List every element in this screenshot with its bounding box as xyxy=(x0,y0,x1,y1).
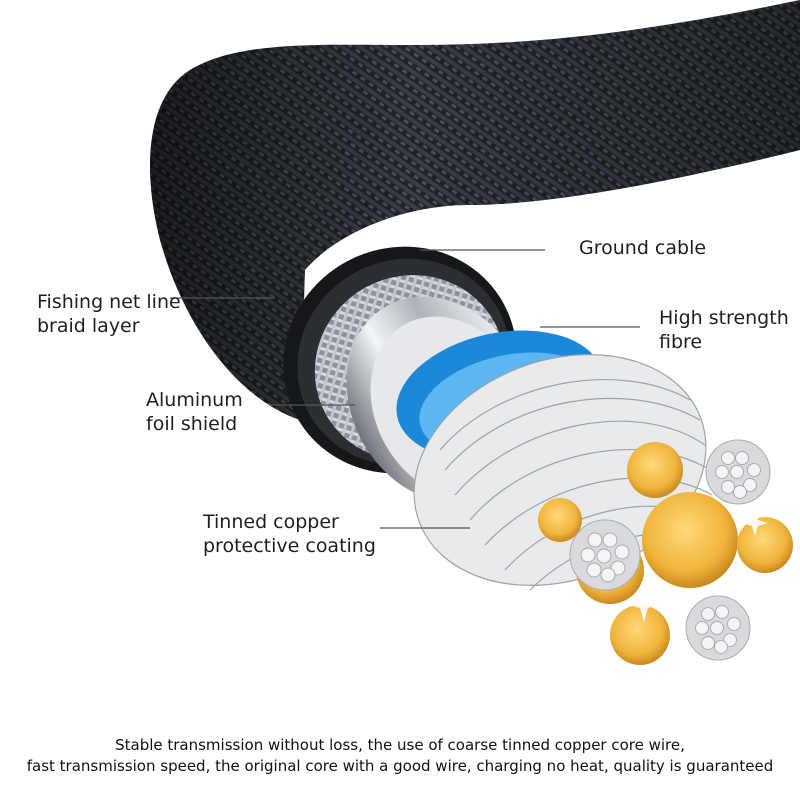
strand-bundle-bottom xyxy=(685,595,751,661)
label-high-strength-fibre: High strength fibre xyxy=(659,306,789,354)
caption-line2: fast transmission speed, the original co… xyxy=(26,757,774,775)
label-tinned-line2: protective coating xyxy=(203,535,376,557)
sparkle-highlights xyxy=(626,510,768,622)
label-fishing-net-line1: Fishing net line xyxy=(37,291,181,313)
label-ground-cable: Ground cable xyxy=(579,236,706,260)
silver-strand-bundles xyxy=(569,439,771,661)
label-tinned-copper: Tinned copper protective coating xyxy=(203,510,376,558)
tinned-copper-strands xyxy=(413,354,713,591)
label-aluminum-foil: Aluminum foil shield xyxy=(146,388,243,436)
bottom-caption: Stable transmission without loss, the us… xyxy=(0,735,800,777)
label-aluminum-line2: foil shield xyxy=(146,413,238,435)
label-high-strength-line2: fibre xyxy=(659,331,703,353)
strand-bundle-right xyxy=(705,439,771,505)
label-aluminum-line1: Aluminum xyxy=(146,389,243,411)
strand-bundle-left xyxy=(569,519,641,591)
label-fishing-net-braid: Fishing net line braid layer xyxy=(37,290,181,338)
label-tinned-line1: Tinned copper xyxy=(203,511,339,533)
label-fishing-net-line2: braid layer xyxy=(37,315,140,337)
leader-lines xyxy=(170,249,640,529)
cable-jacket xyxy=(150,0,800,420)
label-high-strength-line1: High strength xyxy=(659,307,789,329)
caption-line1: Stable transmission without loss, the us… xyxy=(115,736,685,754)
label-ground-cable-text: Ground cable xyxy=(579,237,707,259)
